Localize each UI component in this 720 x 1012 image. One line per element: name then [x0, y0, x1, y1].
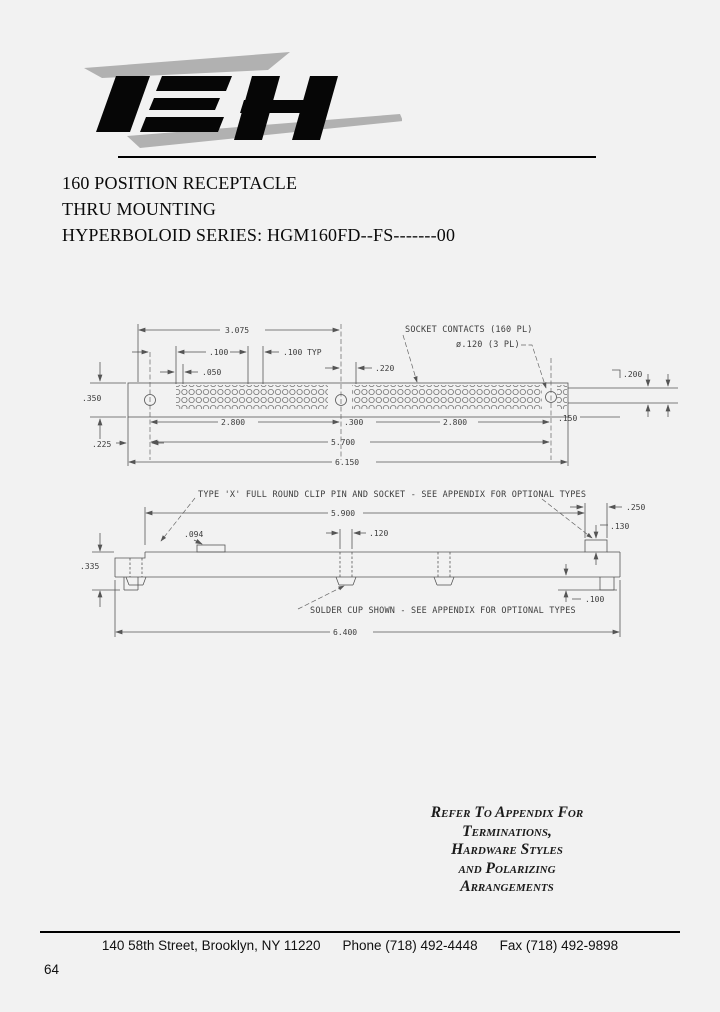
contact-field-left	[176, 385, 328, 409]
header-rule	[118, 156, 596, 158]
dim-150: .150	[558, 414, 577, 423]
dim-120: .120	[369, 529, 388, 538]
appendix-note-line-5: Arrangements	[460, 878, 554, 895]
dim-350: .350	[82, 394, 101, 403]
appendix-note-line-2: Terminations,	[462, 822, 552, 840]
dim-130: .130	[610, 522, 629, 531]
ieh-logo	[84, 52, 402, 148]
dim-100-right: .100	[585, 595, 604, 604]
note-socket-contacts: SOCKET CONTACTS (160 PL)	[405, 325, 533, 335]
side-view-drawing: TYPE 'X' FULL ROUND CLIP PIN AND SOCKET …	[80, 490, 645, 637]
appendix-note-line-1: Refer To Appendix For	[430, 804, 584, 821]
dim-2800-right: 2.800	[443, 418, 467, 427]
note-type: TYPE 'X' FULL ROUND CLIP PIN AND SOCKET …	[198, 490, 586, 500]
title-block: 160 POSITION RECEPTACLE THRU MOUNTING HY…	[62, 170, 542, 248]
dim-5700: 5.700	[331, 438, 355, 447]
footer-phone: Phone (718) 492-4448	[342, 938, 478, 953]
dim-pitch: .100 TYP	[283, 348, 322, 357]
dim-094: .094	[184, 530, 203, 539]
contact-pins	[125, 552, 455, 586]
page-number: 64	[44, 962, 60, 977]
footer: 140 58th Street, Brooklyn, NY 11220 Phon…	[0, 938, 720, 953]
title-line-1: 160 POSITION RECEPTACLE	[62, 173, 298, 193]
top-view-drawing: 3.075 .100 .050 .100 TYP .220 SOCKET CON…	[82, 324, 678, 467]
logo-swoosh-top-shape	[84, 52, 290, 78]
title-line-3: HYPERBOLOID SERIES: HGM160FD--FS-------0…	[62, 225, 456, 245]
dim-100: .100	[209, 348, 228, 357]
appendix-note-line-4: and Polarizing	[458, 859, 556, 877]
top-view-dimensions: 3.075 .100 .050 .100 TYP .220 SOCKET CON…	[82, 324, 678, 467]
dim-200: .200	[623, 370, 642, 379]
footer-fax: Fax (718) 492-9898	[499, 938, 619, 953]
dim-225: .225	[92, 440, 111, 449]
contact-field-end	[557, 385, 567, 409]
title-line-2: THRU MOUNTING	[62, 199, 217, 219]
dim-050: .050	[202, 368, 221, 377]
logo-letters	[96, 76, 338, 140]
dim-220: .220	[375, 364, 394, 373]
dim-5900: 5.900	[331, 509, 355, 518]
note-solder: SOLDER CUP SHOWN - SEE APPENDIX FOR OPTI…	[310, 606, 576, 616]
note-hole-diameter: ø.120 (3 PL)	[456, 340, 520, 350]
contact-field-right	[352, 385, 542, 409]
dim-335: .335	[80, 562, 99, 571]
side-body-outline	[114, 539, 621, 591]
connector-body-outline	[127, 324, 569, 460]
appendix-note: Refer To Appendix For Terminations, Hard…	[398, 804, 616, 897]
dim-300: .300	[344, 418, 363, 427]
footer-address: 140 58th Street, Brooklyn, NY 11220	[101, 938, 321, 953]
side-view-dimensions: TYPE 'X' FULL ROUND CLIP PIN AND SOCKET …	[80, 490, 645, 637]
dim-half-span: 3.075	[225, 326, 249, 335]
dim-6400: 6.400	[333, 628, 357, 637]
dim-6150: 6.150	[335, 458, 359, 467]
dim-2800-left: 2.800	[221, 418, 245, 427]
dim-250: .250	[626, 503, 645, 512]
appendix-note-line-3: Hardware Styles	[451, 841, 563, 858]
footer-rule	[40, 931, 680, 933]
